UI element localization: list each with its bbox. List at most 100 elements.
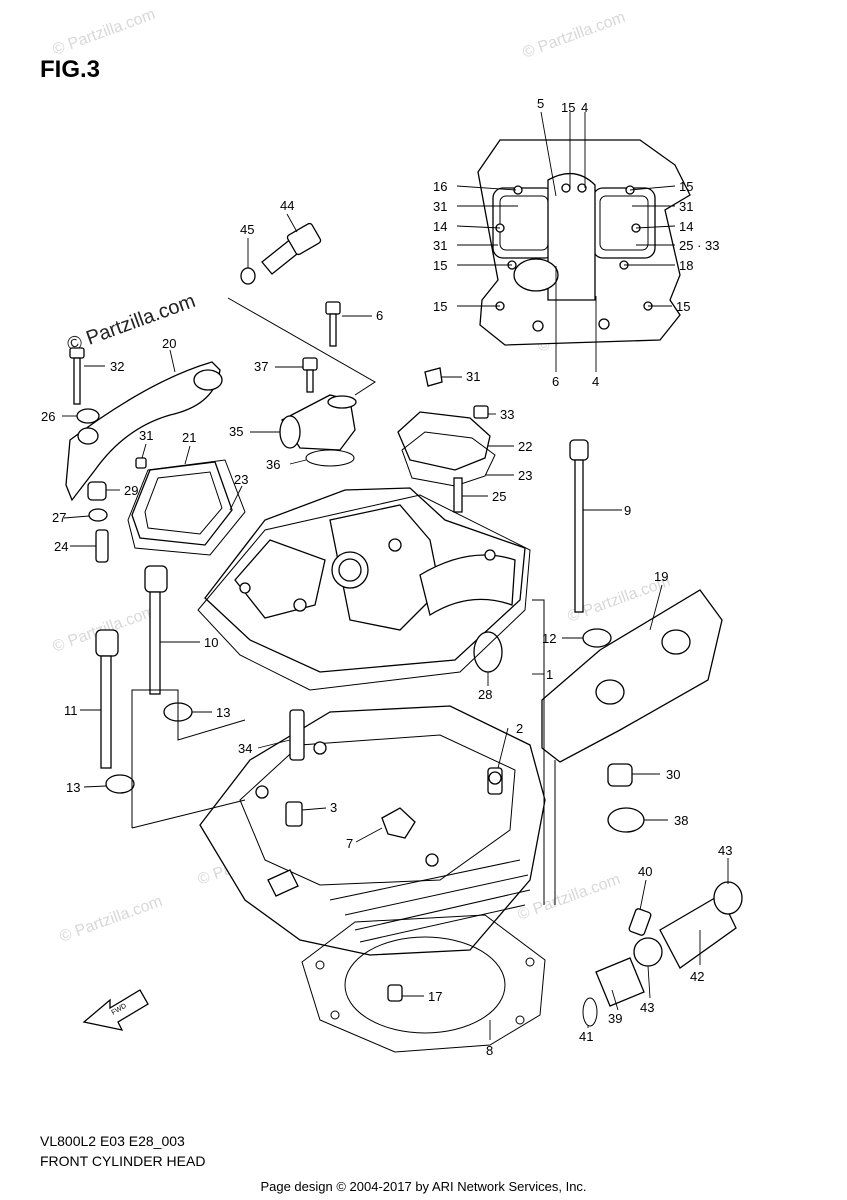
callout-35: 35 [229, 424, 243, 439]
sensor-connector [286, 222, 322, 256]
left-small-parts [69, 347, 147, 563]
callout-4: 4 [592, 374, 599, 389]
callout-15: 15 [679, 179, 693, 194]
callout-23: 23 [518, 468, 532, 483]
screw-40 [628, 908, 652, 936]
callout-22: 22 [518, 439, 532, 454]
callout-19: 19 [654, 569, 668, 584]
fwd-arrow-icon: FWD [82, 989, 149, 1031]
valve-cover-21 [131, 461, 233, 546]
fitting-39 [595, 957, 645, 1007]
bolt-9 [569, 439, 589, 461]
callout-17: 17 [428, 989, 442, 1004]
callout-41: 41 [579, 1029, 593, 1044]
callout-9: 9 [624, 503, 631, 518]
bolt-10 [144, 565, 168, 593]
figure-title: FIG.3 [40, 56, 101, 83]
callout-37: 37 [254, 359, 268, 374]
callout-36: 36 [266, 457, 280, 472]
callout-1: 1 [546, 667, 553, 682]
callout-45: 45 [240, 222, 254, 237]
left-cover-assembly [127, 459, 246, 556]
callout-3: 3 [330, 800, 337, 815]
callout-7: 7 [346, 836, 353, 851]
callout-44: 44 [280, 198, 294, 213]
bolt-31 [424, 367, 443, 387]
callout-18: 18 [679, 258, 693, 273]
cylinder-head [199, 705, 546, 956]
figure-name: FRONT CYLINDER HEAD [40, 1153, 206, 1169]
sensor-assembly [240, 222, 322, 285]
callout-39: 39 [608, 1011, 622, 1026]
manifold-center-body [547, 173, 596, 301]
callout-8: 8 [486, 1043, 493, 1058]
callout-10: 10 [204, 635, 218, 650]
callout-40: 40 [638, 864, 652, 879]
clamp-43a [713, 881, 743, 915]
callout-43: 43 [640, 1000, 654, 1015]
washer-45 [240, 267, 256, 285]
watermark-main: © Partzilla.com [64, 290, 198, 357]
grommets-30-38 [607, 763, 645, 833]
washer-38 [607, 807, 645, 833]
watermark: © Partzilla.com [58, 893, 165, 946]
callout-43: 43 [718, 843, 732, 858]
callout-31: 31 [139, 428, 153, 443]
callout-24: 24 [54, 539, 68, 554]
hose-42 [659, 894, 737, 969]
bolt-32 [69, 347, 85, 359]
side-cover-20 [65, 361, 223, 502]
callout-6: 6 [376, 308, 383, 323]
callout-31: 31 [679, 199, 693, 214]
callout-labels: 5 15 4 16 15 31 31 14 14 31 25 · 33 15 1… [41, 96, 732, 1058]
collar-24 [95, 529, 109, 563]
callout-14: 14 [679, 219, 693, 234]
callout-26: 26 [41, 409, 55, 424]
callout-21: 21 [182, 430, 196, 445]
bolt-11 [95, 629, 119, 657]
callout-34: 34 [238, 741, 252, 756]
callout-4: 4 [581, 100, 588, 115]
callout-29: 29 [124, 483, 138, 498]
washer-13b [105, 774, 135, 794]
callout-12: 12 [542, 631, 556, 646]
callout-23: 23 [234, 472, 248, 487]
gasket-7 [381, 807, 416, 839]
callout-16: 16 [433, 179, 447, 194]
washer-12 [582, 628, 612, 648]
callout-2: 2 [516, 721, 523, 736]
callout-31: 31 [466, 369, 480, 384]
callout-15: 15 [561, 100, 575, 115]
watermark: © Partzilla.com [516, 871, 623, 924]
callout-20: 20 [162, 336, 176, 351]
callout-6: 6 [552, 374, 559, 389]
cover-gasket [197, 494, 531, 691]
right-cover-assembly [397, 367, 496, 513]
callout-31: 31 [433, 238, 447, 253]
dowel-17 [387, 984, 403, 1002]
gasket-23b [401, 431, 496, 487]
side-cover-19 [541, 589, 723, 763]
page-footer: Page design © 2004-2017 by ARI Network S… [260, 1179, 587, 1194]
callout-15: 15 [676, 299, 690, 314]
fitting-assembly [582, 881, 743, 1027]
stud-25 [453, 477, 463, 513]
head-cover [204, 487, 526, 673]
head-bolts [95, 439, 612, 794]
intake-manifold-inset [477, 139, 691, 346]
callout-33: 33 [500, 407, 514, 422]
manifold-port-right [592, 187, 656, 259]
manifold-outlet [513, 258, 559, 292]
spark-plug-34 [289, 709, 305, 761]
clamp-43b [633, 937, 663, 967]
callout-30: 30 [666, 767, 680, 782]
watermark: © Partzilla.com [521, 9, 628, 62]
callout-15: 15 [433, 258, 447, 273]
washer-27 [88, 508, 108, 522]
plug-28 [473, 631, 503, 673]
nut-33 [473, 405, 489, 419]
washer-26 [76, 408, 100, 424]
grommet-30 [607, 763, 633, 787]
leaders [62, 111, 729, 1040]
